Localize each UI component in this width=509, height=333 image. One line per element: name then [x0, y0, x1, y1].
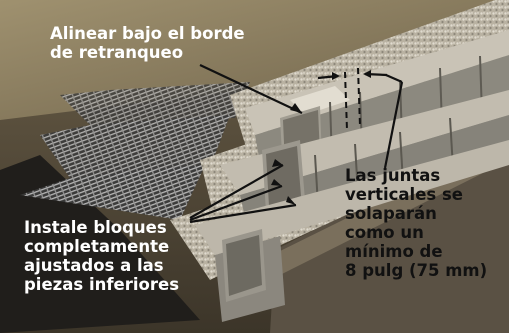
- install-callout-line-3: ajustados a las: [24, 256, 164, 275]
- joint-leader-elbow: [385, 73, 403, 84]
- align-callout: Alinear bajo el borde de retranqueo: [50, 24, 245, 62]
- install-leader-1: [189, 164, 284, 219]
- install-callout: Instale bloques completamente ajustados …: [24, 218, 179, 294]
- install-arrowhead-3: [286, 196, 296, 205]
- geogrid-middle: [40, 115, 230, 178]
- block-cap: [290, 86, 350, 115]
- wall-course-bottom: [195, 140, 509, 322]
- align-callout-line-2: de retranqueo: [50, 43, 184, 62]
- arrowheads: [271, 70, 371, 205]
- joint-leader-down: [383, 81, 404, 169]
- install-callout-line-4: piezas inferiores: [24, 275, 180, 294]
- leader-lines: [189, 64, 404, 224]
- install-leader-2: [189, 184, 283, 222]
- align-leader: [199, 64, 303, 114]
- install-callout-line-2: completamente: [24, 237, 170, 256]
- install-callout-line-1: Instale bloques: [24, 218, 167, 237]
- install-arrowhead-1: [272, 159, 283, 167]
- install-leader-3: [189, 203, 297, 224]
- joints-callout-line-2: verticales se: [345, 185, 463, 204]
- joints-callout-line-3: solaparán: [345, 204, 437, 223]
- joints-callout-line-6: 8 pulg (75 mm): [345, 261, 488, 280]
- joints-callout-line-4: como un: [345, 223, 424, 242]
- joint-arrowhead-right: [363, 70, 371, 78]
- joints-callout-line-1: Las juntas: [345, 166, 441, 185]
- align-arrowhead: [290, 103, 302, 113]
- joints-callout-line-5: mínimo de: [345, 242, 443, 261]
- joint-arrowhead-left: [332, 72, 340, 80]
- geogrid-top: [60, 82, 250, 125]
- geogrid-bottom: [20, 165, 205, 220]
- align-callout-line-1: Alinear bajo el borde: [50, 24, 245, 43]
- install-arrowhead-2: [271, 179, 282, 186]
- joints-callout: Las juntas verticales se solaparán como …: [345, 166, 487, 280]
